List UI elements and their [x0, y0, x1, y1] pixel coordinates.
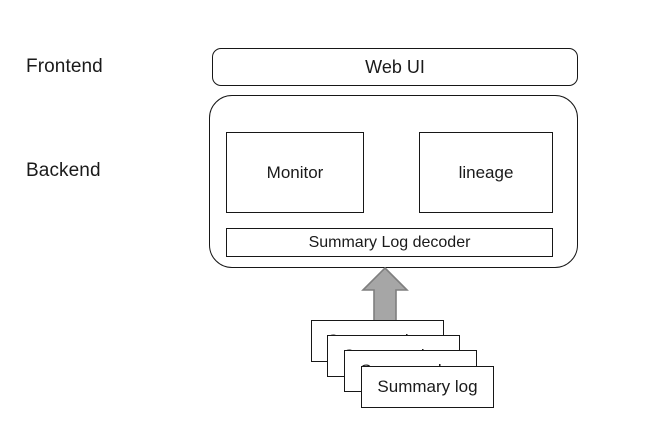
log-card-label: Summary log — [377, 377, 478, 396]
node-monitor-label: Monitor — [266, 162, 324, 182]
node-web-ui-label: Web UI — [365, 56, 425, 77]
node-lineage-label: lineage — [458, 162, 514, 182]
layer-label-backend: Backend — [26, 160, 101, 181]
node-summary-log-decoder-label: Summary Log decoder — [308, 233, 471, 251]
node-monitor[interactable]: Monitor — [226, 132, 364, 213]
layer-label-frontend: Frontend — [26, 56, 103, 77]
arrow-up-icon — [361, 266, 409, 324]
list-item[interactable]: Summary log — [361, 366, 494, 408]
node-web-ui[interactable]: Web UI — [212, 48, 578, 86]
node-summary-log-decoder[interactable]: Summary Log decoder — [226, 228, 553, 257]
node-lineage[interactable]: lineage — [419, 132, 553, 213]
